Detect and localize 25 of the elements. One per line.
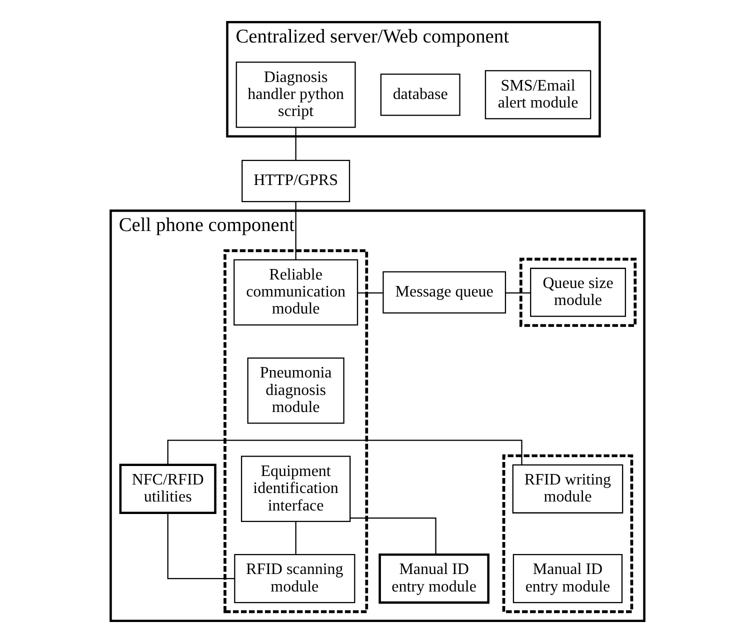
node-box: Reliable communication module — [234, 259, 358, 326]
node-box: NFC/RFID utilities — [119, 464, 216, 514]
cluster — [519, 258, 637, 327]
node-box: SMS/Email alert module — [484, 70, 592, 120]
node-box: HTTP/GPRS — [242, 160, 350, 202]
node-box: Equipment identification interface — [240, 456, 351, 522]
node-box: RFID scanning module — [234, 554, 356, 604]
node-box: Message queue — [382, 271, 506, 314]
connector — [295, 522, 296, 554]
connector — [295, 202, 296, 260]
connector — [167, 440, 522, 465]
node-box: Pneumonia diagnosis module — [247, 357, 344, 424]
connector — [506, 292, 530, 294]
cluster — [502, 454, 634, 614]
node-box: RFID writing module — [512, 464, 624, 514]
node-box: Queue size module — [530, 268, 626, 317]
connector — [350, 517, 436, 554]
connector — [295, 127, 296, 160]
node-box: database — [380, 74, 460, 116]
node-box: Diagnosis handler python script — [236, 62, 356, 128]
cluster — [224, 249, 368, 614]
connector — [358, 292, 384, 294]
node-box: Manual ID entry module — [378, 553, 490, 604]
connector — [167, 512, 235, 580]
node-box: Manual ID entry module — [512, 554, 623, 604]
